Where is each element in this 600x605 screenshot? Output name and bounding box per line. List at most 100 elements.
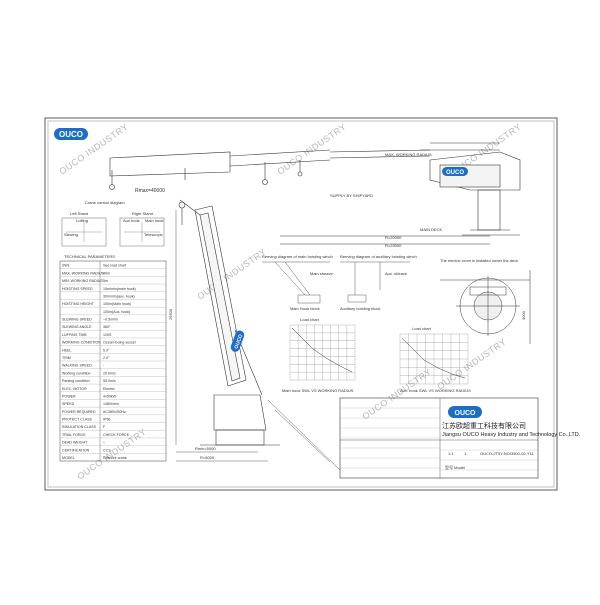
svg-text:Telescopic: Telescopic xyxy=(144,232,163,237)
tech-param-name: SLEWING ANGLE xyxy=(62,325,92,329)
tech-param-name: TRIM xyxy=(62,356,71,360)
tech-param-value: 55.0m/s xyxy=(103,379,116,383)
svg-text:Luffing: Luffing xyxy=(76,218,88,223)
tech-param-name: LUFFING TIME xyxy=(62,333,87,337)
reeving-diagrams: Reeving diagram of main hoisting winch R… xyxy=(262,254,417,311)
tech-param-name: INSULATION CLASS xyxy=(62,425,97,429)
model-label: 型号 Model xyxy=(445,464,465,470)
tech-param-name: WALKING SPEED xyxy=(62,364,92,368)
svg-text:OUCO: OUCO xyxy=(455,410,477,417)
tech-param-value: CCS xyxy=(103,448,111,452)
tech-param-name: POWER REQUIRED xyxy=(62,410,96,414)
tech-param-name: Working condition xyxy=(62,371,91,375)
tech-param-value: 20.0m/s xyxy=(103,371,116,375)
horizontal-boom xyxy=(109,149,431,190)
load-chart-left-note: Main hook SWL VS WORKING RADIUS xyxy=(282,388,354,393)
radius-dimensions xyxy=(280,235,490,245)
watermark-7: OUCO INDUSTRY xyxy=(435,337,508,392)
tech-param-value: 30m/min(aux. hook) xyxy=(103,294,135,298)
tech-param-value: 40m xyxy=(103,271,110,275)
tech-param-value: ~0.5r/min xyxy=(103,318,118,322)
tech-param-name: POWER xyxy=(62,394,76,398)
tech-param-value: Offshore crane xyxy=(103,456,127,460)
tech-param-name: HOISTING SPEED xyxy=(62,287,93,291)
bottom-dimensions xyxy=(176,451,268,462)
r23000-label: R=23000 xyxy=(385,243,402,248)
tech-param-name: PROTECT CLASS xyxy=(62,418,92,422)
svg-text:OUCO: OUCO xyxy=(59,130,83,139)
main-deck-label: MAIN DECK xyxy=(420,227,443,232)
plan-view xyxy=(440,270,531,344)
load-chart-right-title: Load chart xyxy=(412,326,432,331)
tech-param-value: 100m(Main hook) xyxy=(103,302,131,306)
tech-param-value: CHECK FORCE xyxy=(103,433,130,437)
ouco-logo: OUCO xyxy=(54,128,88,140)
svg-text:Main Hook block: Main Hook block xyxy=(290,306,320,311)
title-block-logo xyxy=(448,406,482,418)
tech-param-value: 5m xyxy=(103,279,108,283)
tech-param-value: - xyxy=(103,364,105,368)
drawing-number: OUCO-2T5Y-NOI3500-02-Y11 xyxy=(480,451,535,456)
tech-param-name: CERTIFICATION xyxy=(62,448,90,452)
tech-param-name: TRIAL FORCE xyxy=(62,433,86,437)
drawing-frame xyxy=(44,117,558,491)
pedestal-detail xyxy=(267,399,341,471)
tech-param-value: Electric xyxy=(103,387,115,391)
company-name-en: Jiangsu OUCO Heavy Industry and Technolo… xyxy=(442,432,581,438)
tech-params-table: TECHNICAL PARAMETERS SWL See load chartMA… xyxy=(59,254,167,462)
svg-text:Right Stand: Right Stand xyxy=(132,211,153,216)
tech-params-title: TECHNICAL PARAMETERS xyxy=(64,254,115,259)
tech-param-value: 5.0° xyxy=(103,348,110,352)
max-working-label: MAX. WORKING RADIUS xyxy=(385,152,432,157)
tech-param-name: MAX. WORKING RADIUS xyxy=(62,271,105,275)
svg-text:OUCO: OUCO xyxy=(233,334,244,350)
tech-param-value: 1480r/min xyxy=(103,402,119,406)
svg-text:Main hook: Main hook xyxy=(145,218,163,223)
tech-param-value: 120S xyxy=(103,333,112,337)
load-chart-right-note: Aux. hook SWL VS WORKING RADIUS xyxy=(400,388,471,393)
boom-logo: OUCO xyxy=(230,330,244,352)
tech-param-name: MIN. WORKING RADIUS xyxy=(62,279,103,283)
scale-value: 1:1 xyxy=(448,451,454,456)
company-name-cn: 江苏欧超重工科技有限公司 xyxy=(442,421,526,430)
tech-param-name: SWL xyxy=(62,264,70,268)
tech-param-name: SPEED xyxy=(62,402,75,406)
tech-param-name: HOISTING HEIGHT xyxy=(62,302,95,306)
tech-param-value: F xyxy=(103,425,106,429)
svg-text:Main sheave: Main sheave xyxy=(310,271,333,276)
tech-param-value: 2.0° xyxy=(103,356,110,360)
tech-param-value: 15m/min(main hook) xyxy=(103,287,136,291)
tech-param-value: ~ xyxy=(103,441,105,445)
svg-text:OUCO: OUCO xyxy=(446,170,464,176)
tech-param-value: 100m(Aux. hook) xyxy=(103,310,130,314)
tech-param-name: Parking condition xyxy=(62,379,90,383)
watermark-2: OUCO INDUSTRY xyxy=(275,122,348,177)
tech-param-value: 360° xyxy=(103,325,111,329)
r6000-label: R=6000 xyxy=(200,455,215,460)
load-chart-left-title: Load chart xyxy=(300,317,320,322)
svg-text:Aux.hook: Aux.hook xyxy=(123,218,140,223)
tech-param-value: See load chart xyxy=(103,264,126,268)
height-label: 29500 xyxy=(168,308,173,320)
cab-logo: OUCO xyxy=(442,167,468,176)
sheet-value: 1 xyxy=(464,451,467,456)
tech-param-value: IP56 xyxy=(103,418,110,422)
svg-text:Crane control diagram: Crane control diagram xyxy=(85,200,125,205)
tech-param-value: AC380V/50Hz xyxy=(103,410,126,414)
svg-text:Slewing: Slewing xyxy=(64,232,78,237)
svg-text:Auxiliary hoisting block: Auxiliary hoisting block xyxy=(340,306,380,311)
electric-room-note: The electric room is installed under the… xyxy=(440,258,518,263)
tech-param-value: 4x90kW xyxy=(103,394,117,398)
tech-param-name: ELEC. MOTOR xyxy=(62,387,87,391)
title-block: OUCO 江苏欧超重工科技有限公司 Jiangsu OUCO Heavy Ind… xyxy=(339,397,581,479)
load-chart-left: Load chart Main hook SWL VS WORKING RADI… xyxy=(282,317,356,393)
tech-param-name: WORKING CONDITION xyxy=(62,341,101,345)
tech-param-name: MODEL xyxy=(62,456,75,460)
supply-label: SUPPLY BY SHIPYARD xyxy=(330,193,373,198)
load-chart-right: Load chart Aux. hook SWL VS WORKING RADI… xyxy=(399,326,471,393)
base-dim-label: 4000 xyxy=(521,310,526,320)
svg-text:Aux. sheave: Aux. sheave xyxy=(385,271,408,276)
r20000-label: R=20000 xyxy=(385,235,402,240)
